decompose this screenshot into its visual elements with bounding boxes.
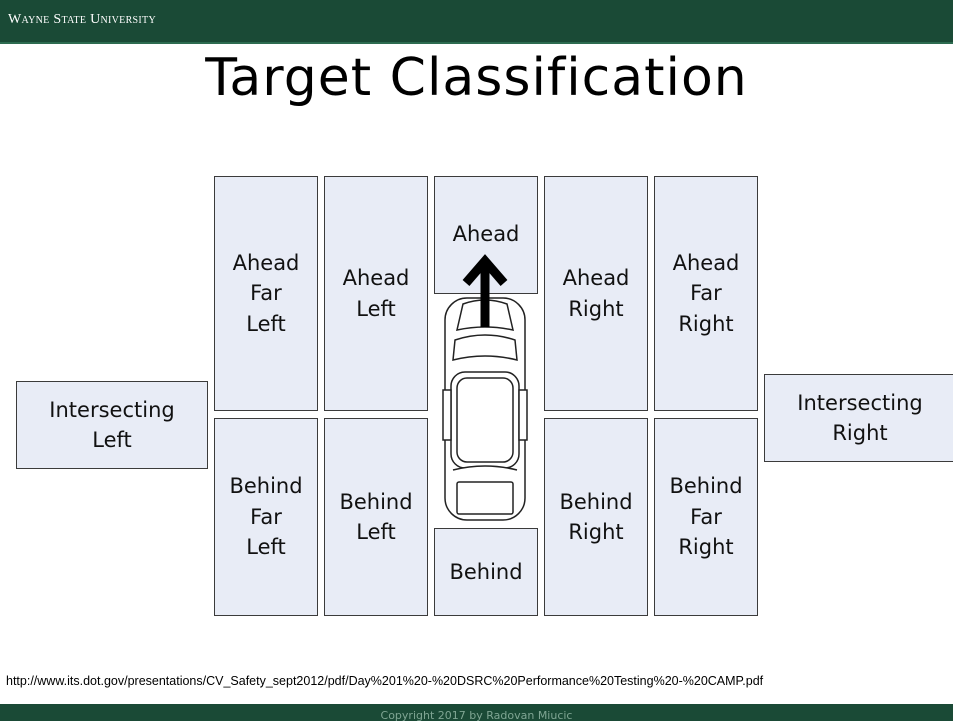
zone-ahead-far-left: Ahead Far Left xyxy=(214,176,318,411)
zone-ahead-right: Ahead Right xyxy=(544,176,648,411)
zone-intersecting-right: Intersecting Right xyxy=(764,374,953,462)
header-bar: Wayne State University xyxy=(0,0,953,44)
source-url: http://www.its.dot.gov/presentations/CV_… xyxy=(6,674,764,688)
arrow-up-icon xyxy=(462,254,508,327)
zone-behind-right: Behind Right xyxy=(544,418,648,616)
zone-intersecting-left: Intersecting Left xyxy=(16,381,208,469)
zone-behind-far-right: Behind Far Right xyxy=(654,418,758,616)
zone-ahead-far-right: Ahead Far Right xyxy=(654,176,758,411)
zone-behind-left: Behind Left xyxy=(324,418,428,616)
footer-bar: Copyright 2017 by Radovan Miucic xyxy=(0,704,953,722)
zone-ahead-left: Ahead Left xyxy=(324,176,428,411)
zone-behind-far-left: Behind Far Left xyxy=(214,418,318,616)
institution-name: Wayne State University xyxy=(8,12,156,27)
zone-behind: Behind xyxy=(434,528,538,616)
slide-title: Target Classification xyxy=(205,48,748,108)
copyright-text: Copyright 2017 by Radovan Miucic xyxy=(380,709,573,722)
car-top-view-icon xyxy=(442,297,528,521)
